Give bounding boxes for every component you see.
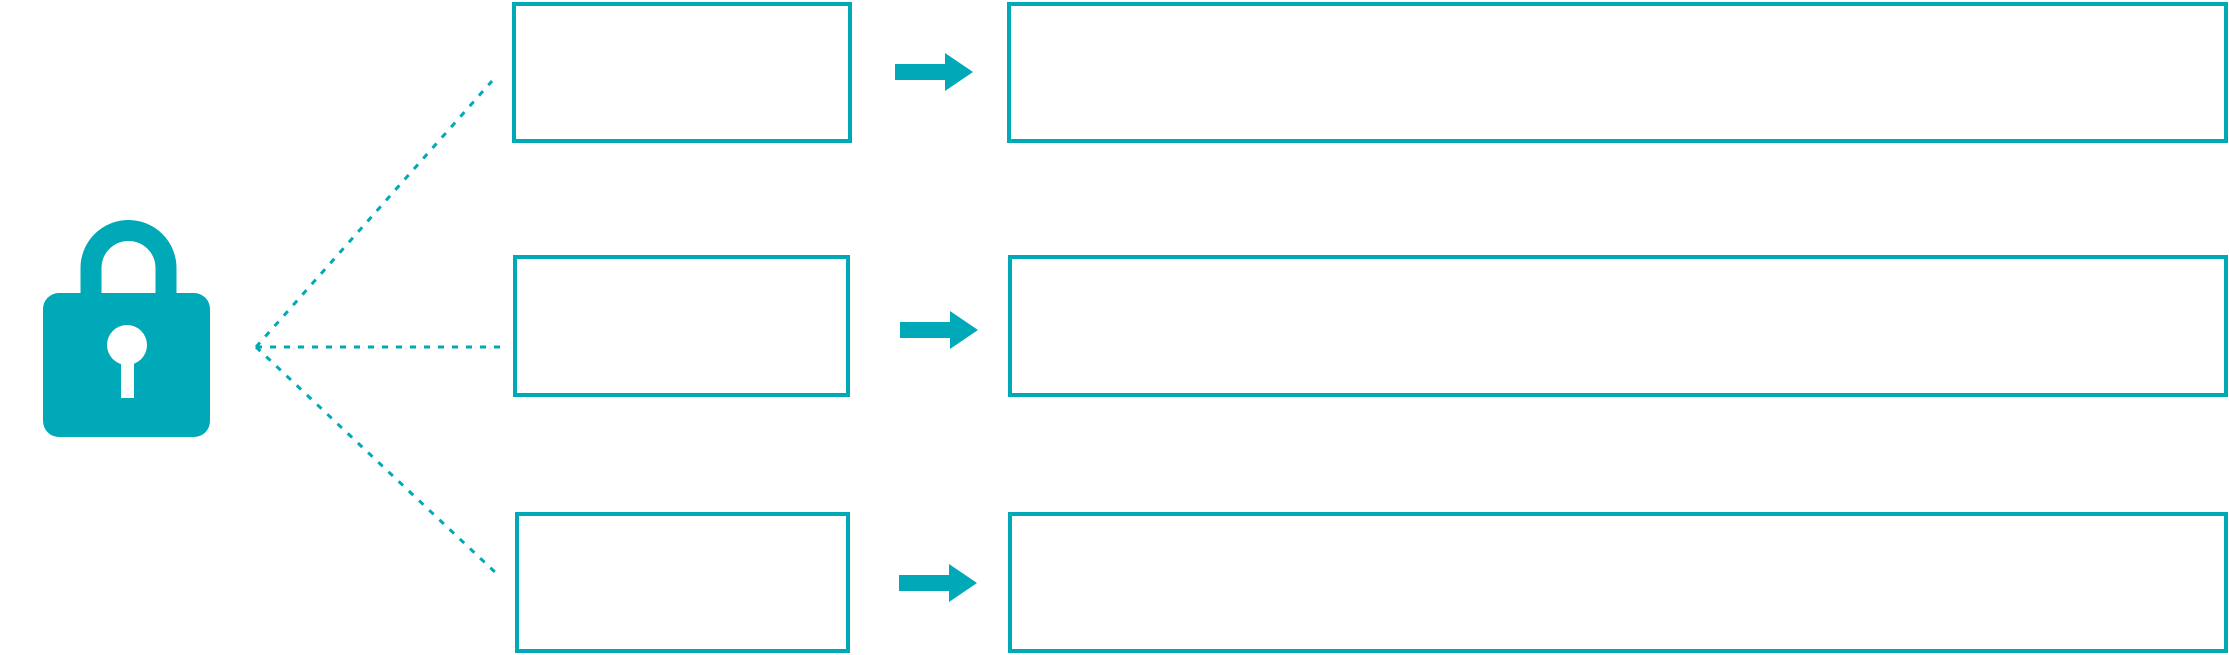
connector-line-top xyxy=(254,80,494,348)
source-box-1 xyxy=(512,2,852,143)
right-arrow-icon xyxy=(895,53,973,91)
right-arrow-icon xyxy=(899,564,977,602)
right-arrow-icon xyxy=(900,311,978,349)
target-box-1 xyxy=(1007,2,2228,143)
source-box-2 xyxy=(513,255,850,397)
target-box-3 xyxy=(1008,512,2228,653)
connector-line-bottom xyxy=(254,345,499,576)
source-box-3 xyxy=(515,512,850,653)
lock-icon xyxy=(43,220,210,437)
target-box-2 xyxy=(1008,255,2228,397)
